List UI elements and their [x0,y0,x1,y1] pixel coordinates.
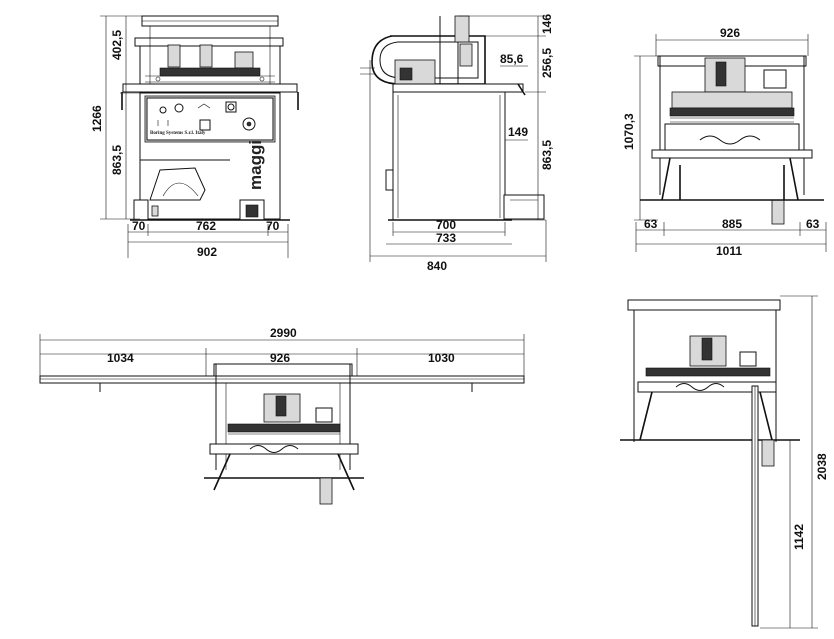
fence-right: 1030 [428,351,455,365]
rear-dimensions: 926 1070,3 63 885 63 1011 [622,26,827,258]
rear-view: 926 1070,3 63 885 63 1011 [622,26,827,258]
brand-logo: maggi [246,140,265,190]
side-fence-total: 2038 [815,453,829,480]
side-gap: 85,6 [500,52,524,66]
side-lower-height: 863,5 [540,140,554,170]
side-top-height: 146 [540,14,554,34]
rear-right-margin: 63 [806,217,820,231]
rear-total-width: 1011 [716,244,742,258]
rear-height: 1070,3 [622,113,636,150]
rear-left-margin: 63 [644,217,658,231]
side-fence-view: 2038 1142 [620,295,829,629]
front-total-width: 902 [197,245,217,259]
fence-left: 1034 [107,351,134,365]
side-panel-offset: 149 [508,125,528,139]
front-view: Boring Systems S.r.l. Italy maggi 1266 4… [90,15,299,259]
fence-total-width: 2990 [270,326,297,340]
side-view: 146 256,5 863,5 85,6 149 700 733 840 [360,14,554,273]
front-height-lower: 863,5 [110,145,124,175]
front-height-total: 1266 [90,105,104,132]
front-right-margin: 70 [266,219,280,233]
fence-center: 926 [270,351,290,365]
side-upper-height: 256,5 [540,48,554,78]
side-fence-dimensions: 2038 1142 [760,295,829,629]
nameplate-text: Boring Systems S.r.l. Italy [150,131,206,136]
side-frame-depth: 733 [436,231,456,245]
side-fence-extension: 1142 [792,524,806,550]
fence-view: 2990 1034 926 1030 [39,326,525,505]
side-total-depth: 840 [427,259,447,273]
rear-top-width: 926 [720,26,740,40]
side-dimensions: 146 256,5 863,5 85,6 149 700 733 840 [369,14,554,273]
front-left-margin: 70 [132,219,146,233]
front-height-upper: 402,5 [110,30,124,60]
front-inner-width: 762 [196,219,216,233]
fence-dimensions: 2990 1034 926 1030 [39,326,525,376]
side-base-depth: 700 [436,218,456,232]
rear-inner-width: 885 [722,217,742,231]
front-dimensions: 1266 402,5 863,5 70 762 70 902 [90,15,289,259]
